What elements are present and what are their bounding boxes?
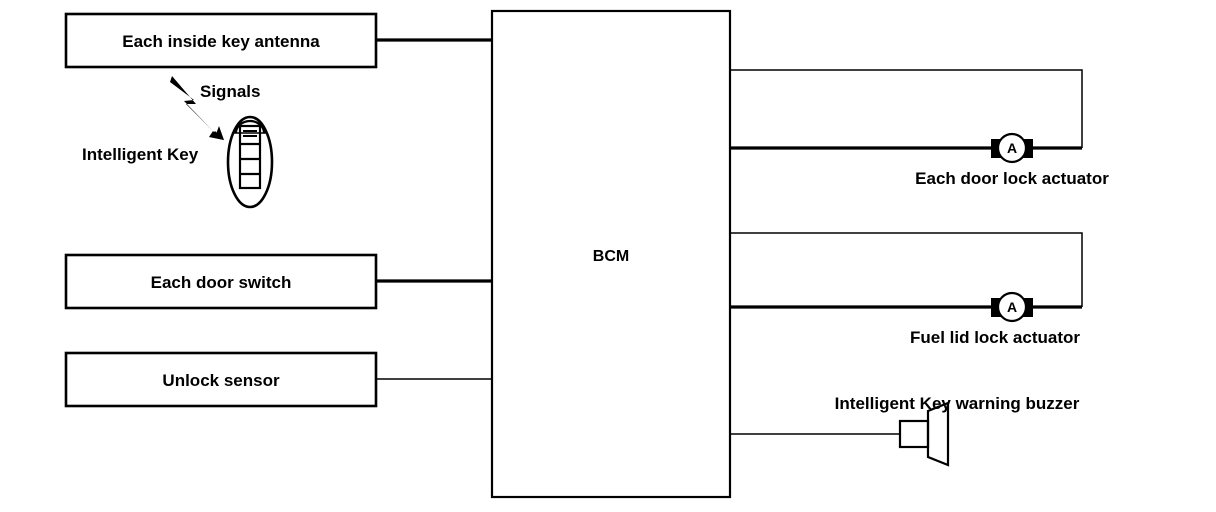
signals-arrow-icon — [170, 76, 224, 140]
output-label-fuel-lid-lock-actuator: Fuel lid lock actuator — [910, 328, 1080, 347]
output-label-warning-buzzer: Intelligent Key warning buzzer — [835, 394, 1080, 413]
terminal-block-right — [1022, 139, 1033, 158]
input-block-inside-key-antenna[interactable]: Each inside key antenna — [64, 12, 378, 69]
wire-fuel-lid-loop-upper — [730, 232, 1083, 307]
input-box-rect — [64, 253, 378, 310]
bcm-label: BCM — [593, 248, 629, 265]
buzzer-icon — [898, 401, 950, 467]
output-circuit-door-lock-actuator: A — [730, 69, 1083, 164]
output-circuit-fuel-lid-lock-actuator: A — [730, 232, 1083, 323]
input-label-inside-key-antenna: Each inside key antenna — [122, 32, 320, 51]
terminal-block-left — [991, 139, 1002, 158]
bcm-block[interactable]: BCM — [490, 9, 732, 499]
output-circuit-warning-buzzer — [730, 401, 950, 467]
input-label-door-switch: Each door switch — [151, 273, 292, 292]
input-label-unlock-sensor: Unlock sensor — [162, 371, 280, 390]
input-block-unlock-sensor[interactable]: Unlock sensor — [64, 351, 378, 408]
output-label-door-lock-actuator: Each door lock actuator — [915, 169, 1109, 188]
wire-door-lock-loop-upper — [730, 69, 1083, 148]
actuator-circle — [996, 132, 1028, 164]
intelligent-key-fob-icon — [226, 115, 274, 209]
actuator-symbol-letter: A — [1007, 140, 1017, 156]
input-block-door-switch[interactable]: Each door switch — [64, 253, 378, 310]
actuator-circle — [996, 291, 1028, 323]
actuator-symbol-letter: A — [1007, 299, 1017, 315]
input-box-rect — [64, 351, 378, 408]
terminal-block-right — [1022, 298, 1033, 317]
bcm-box-rect — [490, 9, 732, 499]
terminal-block-left — [991, 298, 1002, 317]
signals-label: Signals — [200, 82, 260, 101]
input-box-rect — [64, 12, 378, 69]
intelligent-key-label: Intelligent Key — [82, 145, 199, 164]
